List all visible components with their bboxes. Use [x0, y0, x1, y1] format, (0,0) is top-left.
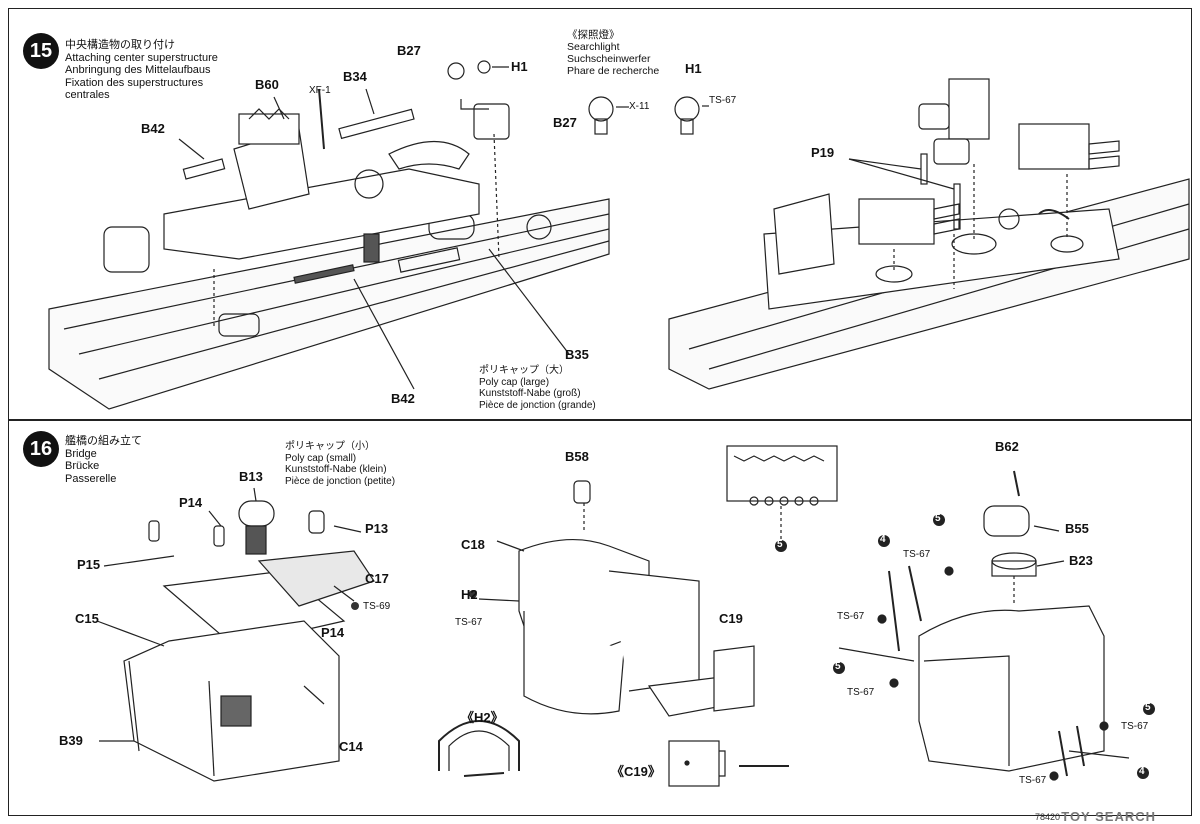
- note-line: Suchscheinwerfer: [567, 53, 651, 65]
- part-label-b27: B27: [553, 115, 577, 130]
- title-line: Attaching center superstructure: [65, 51, 218, 64]
- title-line: 中央構造物の取り付け: [65, 39, 175, 51]
- note-line: Searchlight: [567, 41, 620, 53]
- note-line: Kunststoff-Nabe (klein): [285, 464, 387, 475]
- watermark: TOY SEARCH: [1061, 809, 1156, 824]
- note-line: Poly cap (small): [285, 452, 357, 464]
- note-line: ポリキャップ（小）: [285, 441, 375, 452]
- title-line: Bridge: [65, 447, 97, 460]
- note-line: Pièce de jonction (grande): [479, 399, 596, 411]
- part-label-b23: B23: [1069, 553, 1093, 568]
- part-label-h1: H1: [685, 61, 702, 76]
- paint-label-ts67: TS-67: [709, 95, 737, 106]
- callout-5: 5: [835, 661, 841, 672]
- part-label-h1: H1: [511, 59, 528, 74]
- paint-label-ts67: TS-67: [1121, 721, 1149, 732]
- page-code: 78420: [1034, 812, 1060, 822]
- part-label-b60: B60: [255, 77, 279, 92]
- title-line: Fixation des superstructures: [65, 76, 204, 89]
- part-label-b58: B58: [565, 449, 589, 464]
- step-16-illustration: [96, 445, 1155, 787]
- paint-label-xf1: XF-1: [309, 85, 331, 96]
- step-16-number: 16: [23, 431, 59, 467]
- detail-label-h2: 《H2》: [461, 710, 504, 725]
- polycap-large-note: ポリキャップ（大） Poly cap (large) Kunststoff-Na…: [479, 365, 596, 411]
- title-line: Anbringung des Mittelaufbaus: [65, 64, 211, 76]
- paint-label-ts67: TS-67: [837, 611, 865, 622]
- callout-5: 5: [1145, 702, 1151, 713]
- title-line: Passerelle: [65, 472, 117, 485]
- part-label-b13: B13: [239, 469, 263, 484]
- part-label-c15: C15: [75, 611, 99, 626]
- paint-label-ts67: TS-67: [903, 549, 931, 560]
- note-line: Pièce de jonction (petite): [285, 475, 396, 487]
- part-label-c18: C18: [461, 537, 485, 552]
- part-label-b35: B35: [565, 347, 589, 362]
- paint-label-ts67: TS-67: [847, 687, 875, 698]
- part-label-b42: B42: [141, 121, 165, 136]
- part-label-p15: P15: [77, 557, 101, 572]
- title-line: 艦橋の組み立て: [65, 435, 142, 447]
- part-label-p19: P19: [811, 145, 835, 160]
- paint-label-ts67: TS-67: [455, 617, 483, 628]
- paint-label-ts69: TS-69: [363, 601, 391, 612]
- part-label-p14: P14: [321, 625, 345, 640]
- note-line: Kunststoff-Nabe (groß): [479, 388, 581, 399]
- part-label-b55: B55: [1065, 521, 1089, 536]
- part-label-b62: B62: [995, 439, 1019, 454]
- title-line: centrales: [65, 89, 110, 101]
- callout-5: 5: [777, 539, 783, 550]
- part-label-p13: P13: [365, 521, 389, 536]
- paint-label-ts67: TS-67: [1019, 775, 1047, 786]
- note-line: Phare de recherche: [567, 65, 660, 77]
- polycap-small-note: ポリキャップ（小） Poly cap (small) Kunststoff-Na…: [285, 441, 395, 487]
- part-label-h2: H2: [461, 587, 478, 602]
- part-label-b27: B27: [397, 43, 421, 58]
- step-16-panel: 16 艦橋の組み立て Bridge Brücke Passerelle ポリキャ…: [8, 420, 1192, 816]
- step-15-title: 中央構造物の取り付け Attaching center superstructu…: [65, 39, 218, 102]
- detail-label-c19: 《C19》: [611, 764, 661, 779]
- part-label-b34: B34: [343, 69, 367, 84]
- note-line: 《探照燈》: [567, 29, 620, 41]
- part-label-c19: C19: [719, 611, 743, 626]
- callout-4: 4: [1139, 766, 1145, 777]
- step-15-number: 15: [23, 33, 59, 69]
- title-line: Brücke: [65, 460, 100, 472]
- note-line: Poly cap (large): [479, 376, 550, 388]
- note-line: ポリキャップ（大）: [479, 365, 569, 376]
- part-label-c14: C14: [339, 739, 363, 754]
- part-label-c17: C17: [365, 571, 389, 586]
- step-16-title: 艦橋の組み立て Bridge Brücke Passerelle: [65, 435, 142, 485]
- part-label-b39: B39: [59, 733, 83, 748]
- callout-4: 4: [880, 534, 886, 545]
- callout-5: 5: [935, 513, 941, 524]
- part-label-p14: P14: [179, 495, 203, 510]
- part-label-b42: B42: [391, 391, 415, 406]
- step-15-panel: 15 中央構造物の取り付け Attaching center superstru…: [8, 8, 1192, 420]
- step-15-illustration: [48, 60, 1190, 410]
- searchlight-note: 《探照燈》 Searchlight Suchscheinwerfer Phare…: [567, 29, 659, 77]
- paint-label-x11: X-11: [629, 101, 650, 112]
